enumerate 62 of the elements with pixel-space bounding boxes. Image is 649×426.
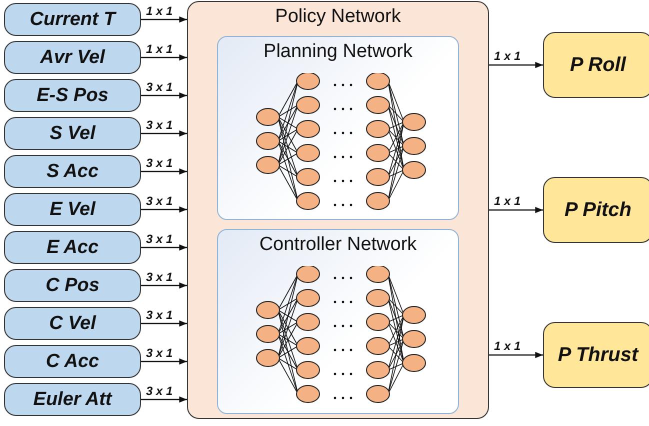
node-label: S Vel [50, 122, 96, 144]
node-label: P Pitch [564, 198, 632, 222]
edge-label: 1 x 1 [146, 4, 173, 18]
arrow [141, 54, 187, 61]
arrow [141, 282, 187, 289]
input-box [4, 345, 141, 378]
arrow [141, 92, 187, 99]
edge-label: 3 x 1 [146, 156, 173, 170]
arrow [141, 396, 187, 403]
node-label: Euler Att [33, 388, 112, 410]
edge-label: 3 x 1 [146, 118, 173, 132]
arrow [489, 352, 543, 358]
edge-label: 1 x 1 [494, 50, 521, 63]
input-box [4, 3, 141, 36]
edge-label: 3 x 1 [146, 270, 173, 284]
panel-title: Policy Network [275, 6, 401, 27]
input-box [4, 269, 141, 302]
node-label: S Acc [46, 160, 99, 182]
arrow [141, 244, 187, 251]
input-box [4, 117, 141, 150]
network-panel [187, 1, 489, 419]
arrow [489, 62, 543, 68]
panel-title: Planning Network [264, 41, 412, 62]
arrow [141, 358, 187, 365]
input-box [4, 79, 141, 112]
edge-label: 3 x 1 [146, 308, 173, 322]
arrow [141, 168, 187, 175]
output-box [543, 32, 649, 98]
node-label: C Pos [46, 274, 100, 296]
output-box [543, 322, 649, 388]
output-box [543, 177, 649, 243]
edge-label: 1 x 1 [494, 195, 521, 208]
edge-label: 1 x 1 [146, 42, 173, 56]
network-panel [217, 229, 459, 414]
node-label: C Acc [46, 350, 100, 372]
edge-label: 3 x 1 [146, 346, 173, 360]
input-box [4, 41, 141, 74]
node-label: P Thrust [558, 344, 638, 366]
edge-label: 1 x 1 [494, 340, 521, 353]
arrow [141, 130, 187, 137]
input-box [4, 383, 141, 416]
node-label: E Vel [50, 198, 96, 220]
node-label: Avr Vel [40, 46, 105, 68]
input-box [4, 307, 141, 340]
network-panel [217, 36, 459, 220]
node-label: E Acc [46, 236, 99, 258]
edge-label: 3 x 1 [146, 384, 173, 398]
arrow [489, 206, 543, 214]
node-label: C Vel [49, 312, 96, 334]
arrow [141, 16, 187, 23]
input-box [4, 231, 141, 264]
arrow [141, 206, 187, 213]
node-label: Current T [30, 8, 116, 30]
input-box [4, 193, 141, 226]
arrow [141, 320, 187, 327]
edge-label: 3 x 1 [146, 194, 173, 208]
input-box [4, 155, 141, 188]
edge-label: 3 x 1 [146, 232, 173, 246]
node-label: P Roll [570, 54, 626, 76]
node-label: E-S Pos [36, 84, 108, 106]
panel-title: Controller Network [259, 234, 417, 255]
edge-label: 3 x 1 [146, 80, 173, 94]
